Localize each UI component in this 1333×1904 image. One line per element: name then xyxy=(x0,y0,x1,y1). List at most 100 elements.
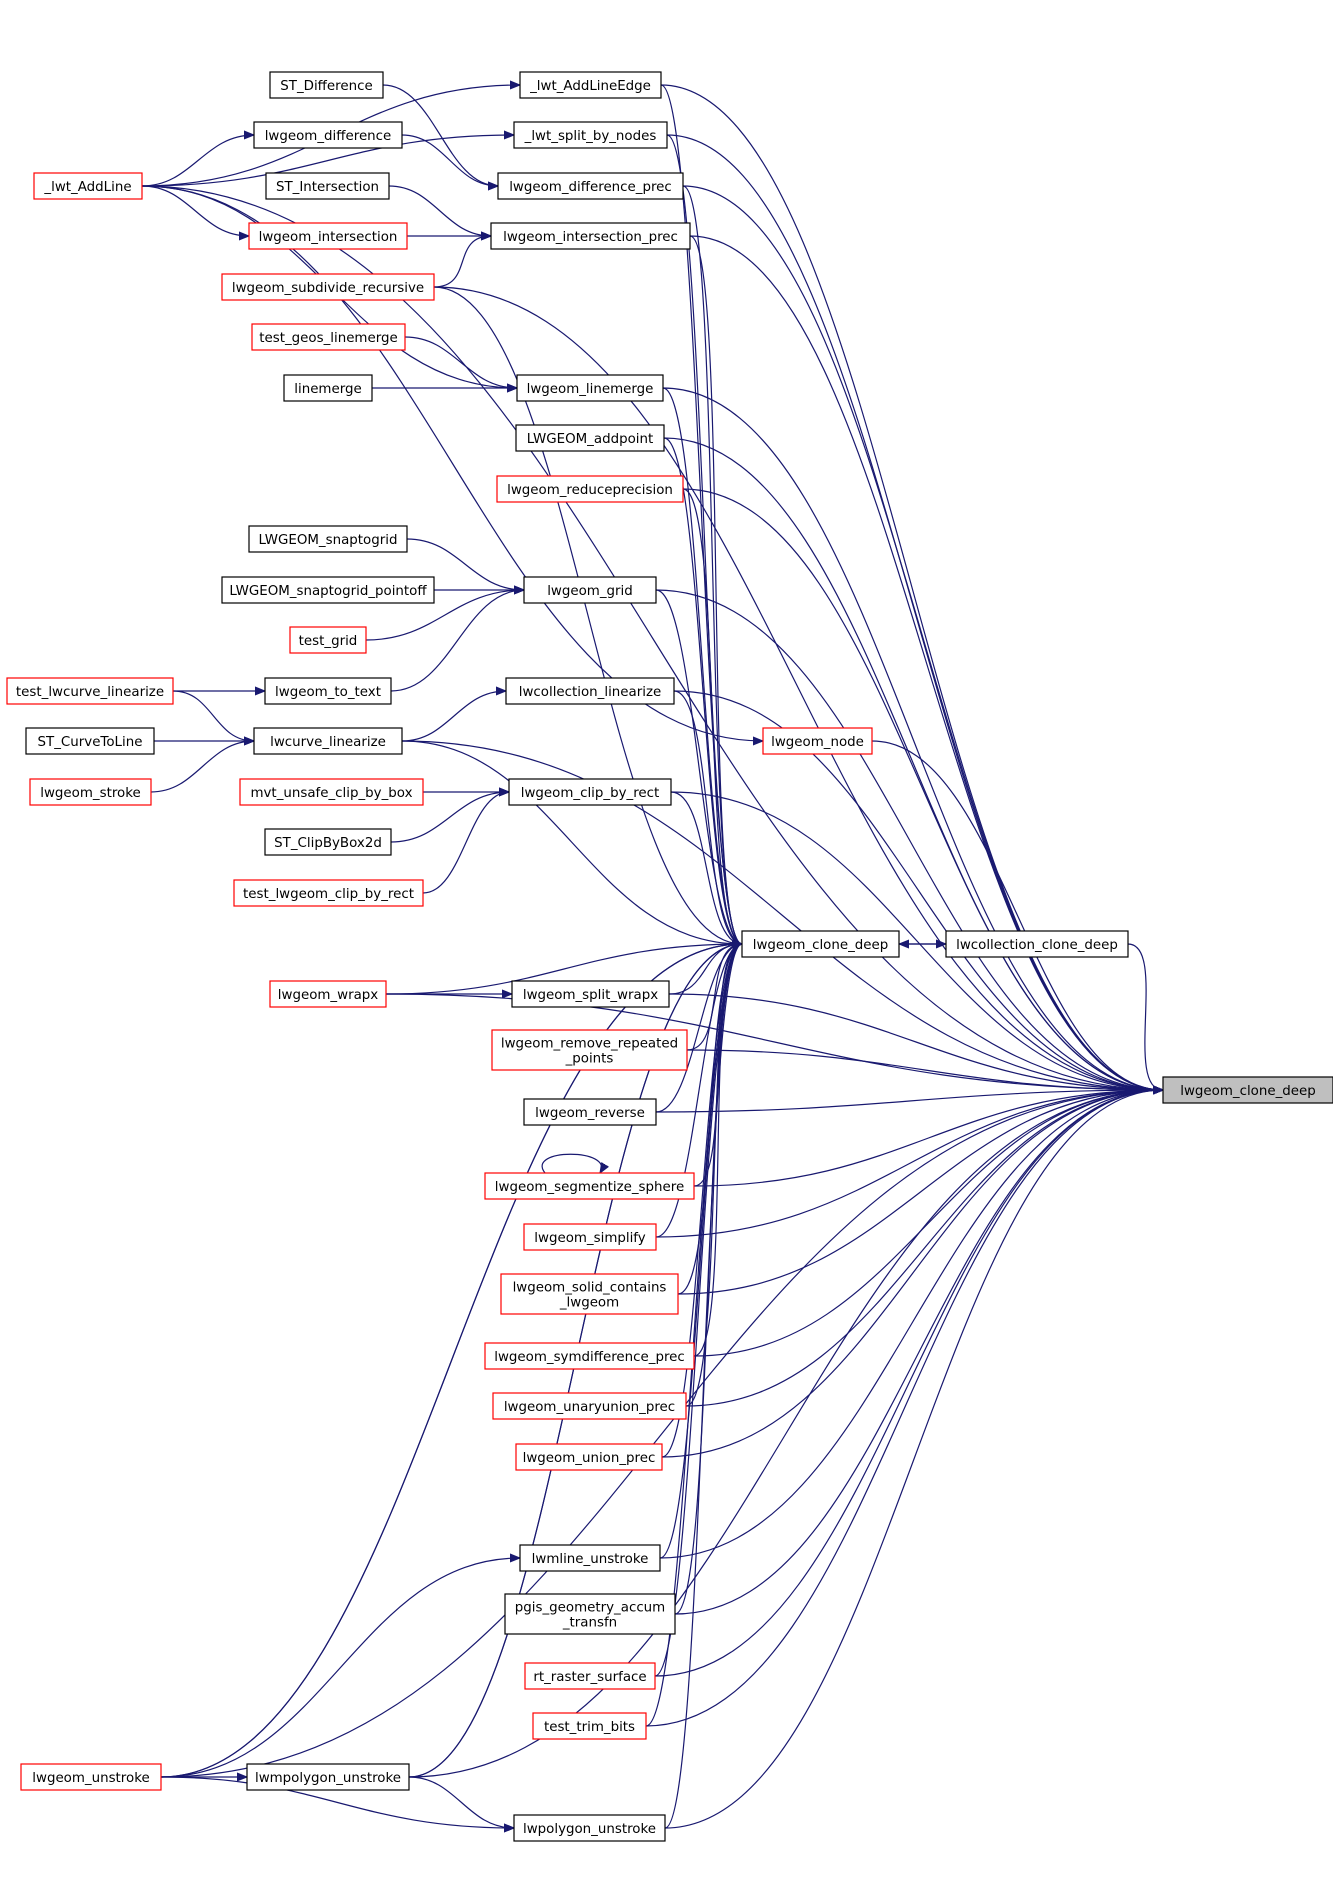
node-box xyxy=(264,677,392,705)
node-st-intersection[interactable]: ST_Intersection xyxy=(265,172,390,200)
node-st-clipbybox2d[interactable]: ST_ClipByBox2d xyxy=(264,828,392,856)
node-lwgeom-intersection-prec[interactable]: lwgeom_intersection_prec xyxy=(490,222,691,250)
node-lwpolygon-unstroke[interactable]: lwpolygon_unstroke xyxy=(513,1814,666,1842)
node-st-curvetoline[interactable]: ST_CurveToLine xyxy=(25,727,155,755)
node-lwgeom-difference[interactable]: lwgeom_difference xyxy=(253,121,403,149)
node-lwgeom-intersection[interactable]: lwgeom_intersection xyxy=(248,222,408,250)
node-lwt-addlineedge[interactable]: _lwt_AddLineEdge xyxy=(519,71,662,99)
node-lwgeom-difference-prec[interactable]: lwgeom_difference_prec xyxy=(497,172,684,200)
edge-lwpolygon_unstroke-to-lwgeom_clone_deep xyxy=(664,1090,1163,1829)
node-lwgeom-grid[interactable]: lwgeom_grid xyxy=(523,576,657,604)
node-box xyxy=(29,778,152,806)
node-label: ST_CurveToLine xyxy=(38,735,143,750)
edge-lwgeom_unaryunion_prec-to-lwgeom_clone_deep xyxy=(685,1090,1163,1407)
node-label: lwgeom_clone_deep xyxy=(1180,1084,1316,1099)
node-test-lwcurve-linearize[interactable]: test_lwcurve_linearize xyxy=(6,677,174,705)
node-lwgeom-clone-deep[interactable]: lwgeom_clone_deep xyxy=(1162,1076,1333,1104)
node-lwcollection-clone-deep[interactable]: lwcollection_clone_deep xyxy=(945,930,1129,958)
node-lwgeom-segmentize-sphere[interactable]: lwgeom_segmentize_sphere xyxy=(484,1172,695,1200)
node-label: LWGEOM_addpoint xyxy=(527,432,653,447)
node-label: lwgeom_unstroke xyxy=(32,1771,149,1786)
node-box xyxy=(253,121,403,149)
node-box xyxy=(289,626,367,654)
node-lwgeom-subdivide-recursive[interactable]: lwgeom_subdivide_recursive xyxy=(221,273,435,301)
node-box xyxy=(511,980,670,1008)
node-lwgeom-reduceprecision[interactable]: lwgeom_reduceprecision xyxy=(496,475,684,503)
edge-lwgeom_reduceprecision-to-lwgeom_clone_deep_src xyxy=(682,488,743,944)
node-lwcollection-linearize[interactable]: lwcollection_linearize xyxy=(505,677,675,705)
node-test-lwgeom-clip-by-rect[interactable]: test_lwgeom_clip_by_rect xyxy=(233,879,424,907)
node-lwgeom-reverse[interactable]: lwgeom_reverse xyxy=(523,1098,657,1126)
node-box xyxy=(239,778,424,806)
edge-lwgeom_intersection_prec-to-lwgeom_clone_deep_src xyxy=(689,235,743,944)
edge-lwmpolygon_unstroke-to-lwpolygon_unstroke xyxy=(408,1776,514,1828)
node-lwgeom-solid-contains-lwgeom[interactable]: lwgeom_solid_contains_lwgeom xyxy=(500,1273,679,1315)
node-lwgeom-symdifference-prec[interactable]: lwgeom_symdifference_prec xyxy=(484,1342,695,1370)
node-box xyxy=(491,1029,688,1071)
edge-LWGEOM_snaptogrid-to-lwgeom_grid xyxy=(406,538,524,590)
node-lwgeom-simplify[interactable]: lwgeom_simplify xyxy=(523,1223,657,1251)
node-st-difference[interactable]: ST_Difference xyxy=(269,71,384,99)
node-lwgeom-node[interactable]: lwgeom_node xyxy=(762,727,873,755)
node-lwgeom-linemerge[interactable]: lwgeom_linemerge xyxy=(516,374,664,402)
edge-lwgeom_remove_repeated_points-to-lwgeom_clone_deep xyxy=(686,1049,1163,1090)
edge-lwgeom_to_text-to-lwgeom_grid xyxy=(390,590,524,692)
node-pgis-geometry-accum-transfn[interactable]: pgis_geometry_accum_transfn xyxy=(504,1593,676,1635)
edge-lwgeom_difference_prec-to-lwgeom_clone_deep xyxy=(682,185,1163,1090)
node-lwgeom-wrapx[interactable]: lwgeom_wrapx xyxy=(269,980,387,1008)
node-label: lwgeom_clip_by_rect xyxy=(521,786,660,801)
node-label: lwgeom_linemerge xyxy=(527,382,654,397)
node-box xyxy=(516,374,664,402)
node-lwcurve-linearize[interactable]: lwcurve_linearize xyxy=(253,727,403,755)
node-test-geos-linemerge[interactable]: test_geos_linemerge xyxy=(251,323,406,351)
node-box xyxy=(513,1814,666,1842)
edge-lwcurve_linearize-to-lwgeom_clone_deep_src xyxy=(401,740,742,944)
edge-lwcurve_linearize-to-lwcollection_linearize xyxy=(401,691,506,742)
node-label: lwgeom_to_text xyxy=(275,685,381,700)
edge-lwgeom_symdifference_prec-to-lwgeom_clone_deep_src xyxy=(693,944,743,1357)
node-lwgeom-snaptogrid-pointoff[interactable]: LWGEOM_snaptogrid_pointoff xyxy=(221,576,435,604)
edge-lwt_AddLineEdge-to-lwgeom_clone_deep_src xyxy=(660,84,743,944)
node-lwgeom-unstroke[interactable]: lwgeom_unstroke xyxy=(20,1763,162,1791)
edge-lwgeom_clip_by_rect-to-lwgeom_clone_deep xyxy=(670,791,1163,1090)
node-box xyxy=(504,1593,676,1635)
node-lwgeom-remove-repeated-points[interactable]: lwgeom_remove_repeated_points xyxy=(491,1029,688,1071)
node-lwmpolygon-unstroke[interactable]: lwmpolygon_unstroke xyxy=(246,1763,410,1791)
node-label: lwgeom_wrapx xyxy=(278,988,379,1003)
node-lwt-addline[interactable]: _lwt_AddLine xyxy=(33,172,143,200)
node-lwgeom-clone-deep[interactable]: lwgeom_clone_deep xyxy=(741,930,900,958)
edge-lwcollection_clone_deep-to-lwgeom_clone_deep xyxy=(1127,943,1164,1090)
node-label: pgis_geometry_accum xyxy=(515,1601,665,1616)
edge-LWGEOM_addpoint-to-lwgeom_clone_deep xyxy=(663,437,1163,1090)
node-box xyxy=(741,930,900,958)
node-box xyxy=(20,1763,162,1791)
node-box xyxy=(221,576,435,604)
node-test-grid[interactable]: test_grid xyxy=(289,626,367,654)
edge-lwgeom_reverse-to-lwgeom_clone_deep xyxy=(655,1090,1163,1113)
node-box xyxy=(508,778,672,806)
edge-test_trim_bits-to-lwgeom_clone_deep xyxy=(645,1090,1163,1727)
node-lwgeom-to-text[interactable]: lwgeom_to_text xyxy=(264,677,392,705)
node-lwgeom-addpoint[interactable]: LWGEOM_addpoint xyxy=(515,424,665,452)
nodes-layer: lwgeom_clone_deep lwgeom_clone_deep lwcoll… xyxy=(6,71,1333,1842)
node-label: _lwt_AddLineEdge xyxy=(529,79,651,94)
node-lwgeom-snaptogrid[interactable]: LWGEOM_snaptogrid xyxy=(248,525,408,553)
node-label: test_trim_bits xyxy=(544,1720,635,1735)
node-lwgeom-stroke[interactable]: lwgeom_stroke xyxy=(29,778,152,806)
node-lwgeom-split-wrapx[interactable]: lwgeom_split_wrapx xyxy=(511,980,670,1008)
node-lwgeom-clip-by-rect[interactable]: lwgeom_clip_by_rect xyxy=(508,778,672,806)
node-label: lwgeom_union_prec xyxy=(523,1451,656,1466)
edge-test_lwgeom_clip_by_rect-to-lwgeom_clip_by_rect xyxy=(422,792,509,894)
node-lwmline-unstroke[interactable]: lwmline_unstroke xyxy=(519,1544,661,1572)
node-linemerge[interactable]: linemerge xyxy=(283,374,373,402)
node-test-trim-bits[interactable]: test_trim_bits xyxy=(532,1712,647,1740)
node-lwt-split-by-nodes[interactable]: _lwt_split_by_nodes xyxy=(513,121,668,149)
node-lwgeom-union-prec[interactable]: lwgeom_union_prec xyxy=(515,1443,663,1471)
node-rt-raster-surface[interactable]: rt_raster_surface xyxy=(524,1662,656,1690)
node-lwgeom-unaryunion-prec[interactable]: lwgeom_unaryunion_prec xyxy=(492,1392,687,1420)
node-box xyxy=(25,727,155,755)
edge-lwgeom_grid-to-lwgeom_clone_deep_src xyxy=(655,589,743,944)
node-mvt-unsafe-clip-by-box[interactable]: mvt_unsafe_clip_by_box xyxy=(239,778,424,806)
edge-lwt_AddLine-to-lwgeom_node xyxy=(141,185,763,741)
node-label: _points xyxy=(565,1052,614,1067)
